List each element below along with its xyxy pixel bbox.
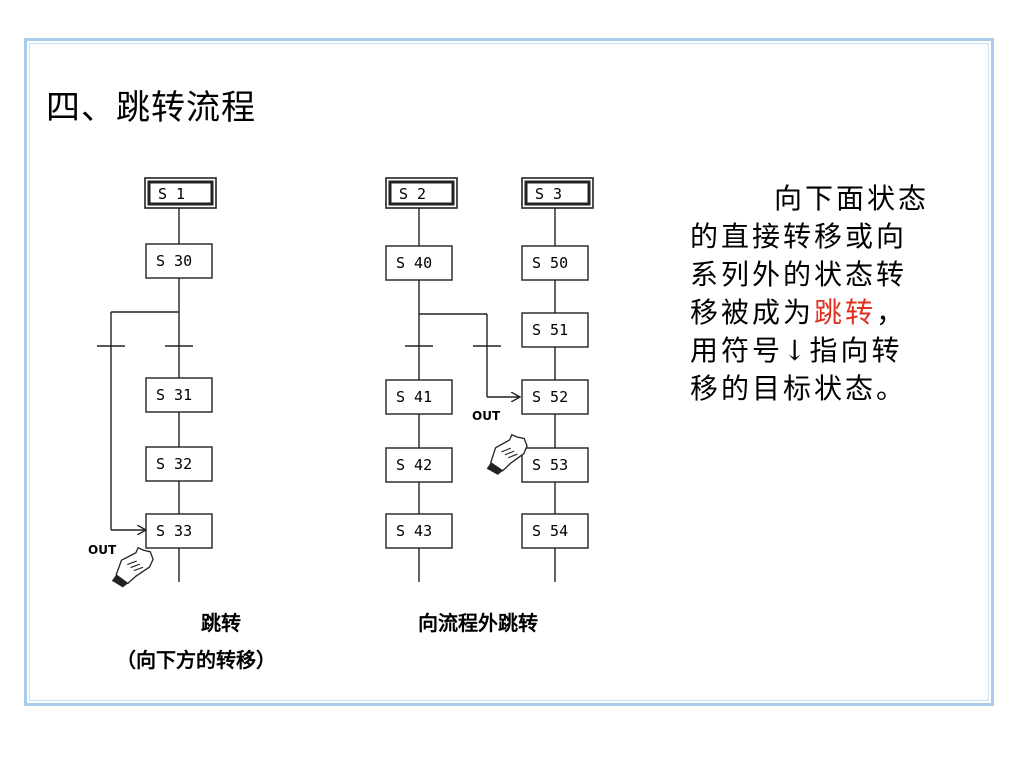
- para-line-6: 移的目标状态。: [690, 372, 908, 405]
- step-s31: S 31: [145, 377, 213, 413]
- step-s32-label: S 32: [156, 455, 192, 473]
- step-s52: S 52: [521, 379, 589, 415]
- step-s54-label: S 54: [532, 522, 568, 540]
- description-paragraph: 向下面状态 的直接转移或向 系列外的状态转 移被成为跳转， 用符号↓指向转 移的…: [690, 180, 950, 408]
- left-caption-sub: （向下方的转移）: [116, 648, 276, 672]
- step-s43-label: S 43: [396, 522, 432, 540]
- step-s33: S 33: [145, 513, 213, 549]
- para-line-4a: 移被成为: [690, 296, 815, 329]
- step-s40: S 40: [385, 245, 453, 281]
- step-s43: S 43: [385, 513, 453, 549]
- step-s53-label: S 53: [532, 456, 568, 474]
- step-s2: S 2: [385, 177, 458, 209]
- step-s32: S 32: [145, 446, 213, 482]
- step-s2-label: S 2: [399, 185, 426, 203]
- step-s51-label: S 51: [532, 321, 568, 339]
- step-s54: S 54: [521, 513, 589, 549]
- step-s1-label: S 1: [158, 185, 185, 203]
- left-caption: 跳转: [201, 611, 241, 635]
- slide-frame-inner: [29, 43, 989, 701]
- step-s33-label: S 33: [156, 522, 192, 540]
- para-line-1: 向下面状态: [774, 182, 930, 215]
- step-s31-label: S 31: [156, 386, 192, 404]
- para-line-4b: ，: [876, 296, 908, 329]
- para-highlight-jump: 跳转: [814, 296, 877, 329]
- step-s52-label: S 52: [532, 388, 568, 406]
- step-s42: S 42: [385, 447, 453, 483]
- para-line-5: 用符号↓指向转: [690, 334, 903, 367]
- step-s50: S 50: [521, 245, 589, 281]
- step-s51: S 51: [521, 312, 589, 348]
- step-s3: S 3: [521, 177, 594, 209]
- step-s42-label: S 42: [396, 456, 432, 474]
- step-s41: S 41: [385, 379, 453, 415]
- step-s30-label: S 30: [156, 252, 192, 270]
- left-sfc: S 1 S 30 S 31 S 32 S 33 OUT 跳转 （向下方的转移）: [88, 177, 276, 672]
- step-s30: S 30: [145, 243, 213, 279]
- step-s40-label: S 40: [396, 254, 432, 272]
- right-caption: 向流程外跳转: [418, 611, 538, 635]
- step-s41-label: S 41: [396, 388, 432, 406]
- right-out-label: OUT: [472, 409, 501, 423]
- step-s3-label: S 3: [535, 185, 562, 203]
- step-s1: S 1: [144, 177, 217, 209]
- step-s53: S 53: [521, 447, 589, 483]
- left-out-label: OUT: [88, 543, 117, 557]
- slide-title: 四、跳转流程: [46, 88, 256, 128]
- step-s50-label: S 50: [532, 254, 568, 272]
- right-sfc: S 2 S 3 S 40 S 41 S 42 S 43 S 50: [385, 177, 594, 635]
- para-line-3: 系列外的状态转: [690, 258, 908, 291]
- para-line-2: 的直接转移或向: [690, 220, 908, 253]
- slide-frame: [24, 38, 994, 706]
